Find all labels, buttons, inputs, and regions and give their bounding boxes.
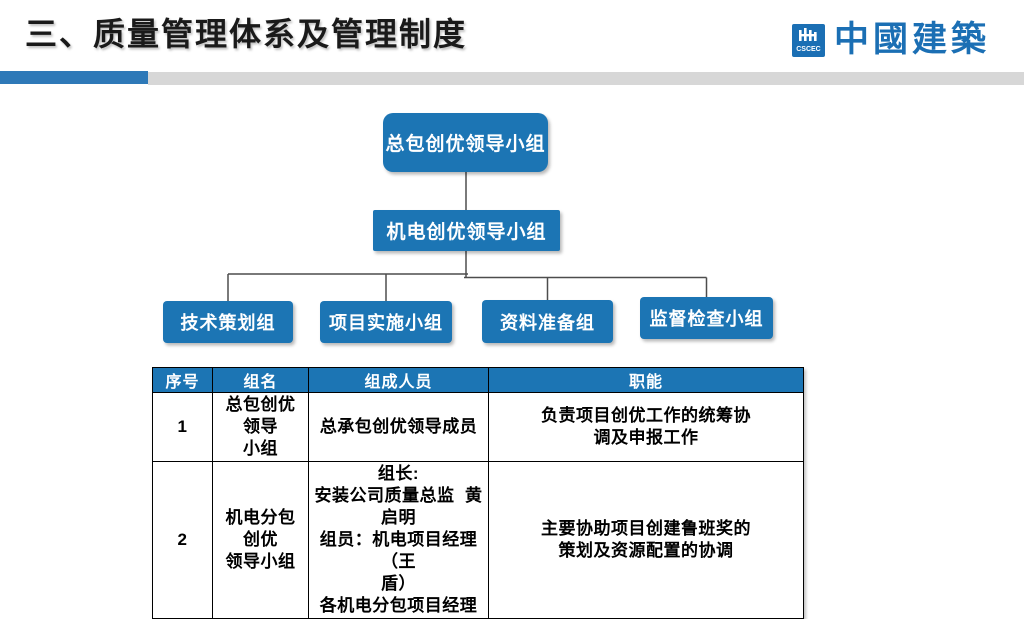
title-underline-track	[148, 72, 1024, 85]
cell-members: 组长: 安装公司质量总监 黄启明 组员：机电项目经理（王 盾） 各机电分包项目经…	[308, 461, 489, 619]
cell-no: 1	[152, 392, 213, 462]
brand-logo: CSCEC 中國建築	[791, 20, 990, 59]
table-row: 2 机电分包创优 领导小组 组长: 安装公司质量总监 黄启明 组员：机电项目经理…	[152, 461, 804, 619]
header-cell-duty: 职能	[488, 367, 804, 393]
org-groups-table: 序号 组名 组成人员 职能 1 总包创优领导 小组 总承包创优领导成员 负责项目…	[152, 367, 804, 619]
brand-wordmark: 中國建築	[833, 20, 990, 59]
header-cell-members: 组成人员	[308, 367, 489, 393]
table-header-row: 序号 组名 组成人员 职能	[152, 367, 804, 393]
org-box-child-supervision-inspection: 监督检查小组	[640, 297, 773, 339]
cell-duty: 负责项目创优工作的统筹协 调及申报工作	[488, 392, 804, 462]
cell-members: 总承包创优领导成员	[308, 392, 489, 462]
header-cell-no: 序号	[152, 367, 213, 393]
org-box-child-project-implementation: 项目实施小组	[320, 301, 452, 343]
title-underline-accent	[0, 71, 148, 84]
org-box-root: 总包创优领导小组	[383, 113, 548, 172]
page-title: 三、质量管理体系及管理制度	[25, 16, 468, 52]
header-cell-group: 组名	[212, 367, 309, 393]
cell-duty: 主要协助项目创建鲁班奖的 策划及资源配置的协调	[488, 461, 804, 619]
cscec-mark-icon: CSCEC	[791, 23, 825, 57]
cell-group: 总包创优领导 小组	[212, 392, 309, 462]
org-box-level2: 机电创优领导小组	[373, 210, 560, 251]
org-box-child-tech-planning: 技术策划组	[163, 301, 293, 343]
cell-group: 机电分包创优 领导小组	[212, 461, 309, 619]
table-row: 1 总包创优领导 小组 总承包创优领导成员 负责项目创优工作的统筹协 调及申报工…	[152, 392, 804, 462]
svg-text:CSCEC: CSCEC	[796, 46, 821, 53]
cell-no: 2	[152, 461, 213, 619]
org-box-child-document-preparation: 资料准备组	[482, 300, 613, 343]
